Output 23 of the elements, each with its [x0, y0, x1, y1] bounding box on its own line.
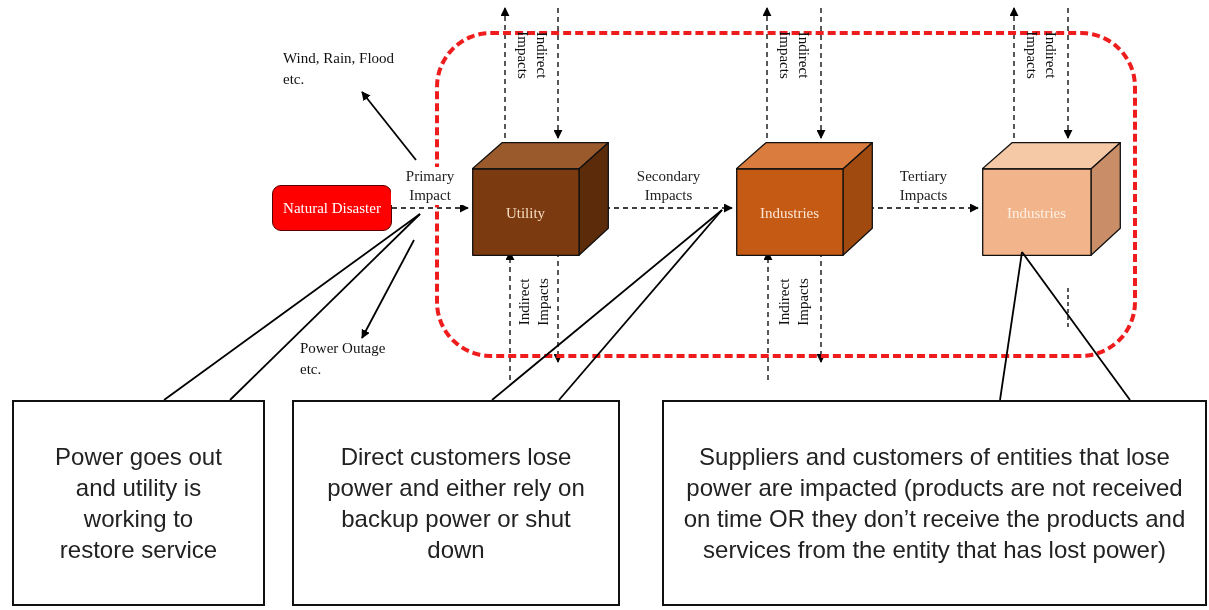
dashed-arrow: [762, 7, 772, 139]
rotated-label: Indirect Impacts: [514, 30, 551, 81]
dashed-arrow: [816, 7, 826, 139]
dashed-arrow: [500, 7, 510, 139]
speech-bubble: Suppliers and customers of entities that lose power are impacted (products are not received on time OR they don’t receive the products and services from the entity that has lost power): [662, 400, 1207, 606]
rotated-label: Indirect Impacts: [1023, 30, 1060, 81]
dashed-arrow: [1063, 7, 1073, 139]
speech-bubble: Power goes out and utility is working to restore service: [12, 400, 265, 606]
arrow: [361, 239, 415, 339]
dashed-arrow: [553, 7, 563, 139]
text-label: Power Outage etc.: [300, 338, 405, 382]
dashed-arrow: [391, 203, 469, 213]
rotated-label: Indirect Impacts: [776, 30, 813, 81]
rotated-label: Indirect Impacts: [515, 277, 552, 328]
cube-label: Utility: [504, 203, 547, 223]
rotated-label: Indirect Impacts: [775, 277, 812, 328]
speech-bubble: Direct customers lose power and either rely on backup power or shut down: [292, 400, 620, 606]
text-label: Wind, Rain, Flood etc.: [283, 48, 408, 92]
cube-label: Industries: [1005, 203, 1068, 223]
cube-label: Industries: [758, 203, 821, 223]
dashed-arrow: [1009, 7, 1019, 139]
rounded-box: Natural Disaster: [272, 185, 392, 231]
arrow: [361, 91, 417, 161]
